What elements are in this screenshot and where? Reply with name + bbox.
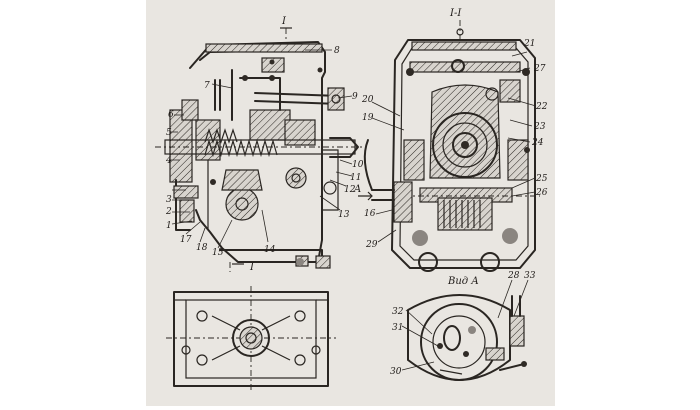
callout-8: 8 <box>334 46 340 56</box>
callout-10: 10 <box>352 160 364 170</box>
callout-9: 9 <box>352 92 358 102</box>
callout-23: 23 <box>533 122 546 132</box>
callout-3: 3 <box>166 195 172 205</box>
view-a-title: Вид А <box>447 276 479 287</box>
callout-19: 19 <box>362 113 374 123</box>
plan-view <box>166 286 336 392</box>
callout-2: 2 <box>165 207 172 217</box>
callout-6: 6 <box>168 110 174 120</box>
callout-20: 20 <box>361 95 374 105</box>
view-a <box>401 279 529 381</box>
callout-13: 13 <box>338 210 350 220</box>
callout-15: 15 <box>212 248 224 258</box>
callout-27: 27 <box>533 64 546 74</box>
callout-18: 18 <box>196 243 208 253</box>
callout-30: 30 <box>390 367 402 377</box>
callout-17: 17 <box>180 235 192 245</box>
callout-21: 21 <box>523 39 535 49</box>
callout-25: 25 <box>535 174 548 184</box>
callout-7: 7 <box>204 81 210 91</box>
callout-24: 24 <box>531 138 544 148</box>
callout-5: 5 <box>166 128 172 138</box>
callout-1: 1 <box>166 221 172 231</box>
callout-12: 12 <box>344 185 356 195</box>
front-section-view <box>363 20 540 272</box>
callout-4: 4 <box>165 156 172 166</box>
side-section-view <box>155 27 362 272</box>
callout-26: 26 <box>535 188 548 198</box>
callout-14: 14 <box>264 245 276 255</box>
section-mark-top: I <box>281 16 287 27</box>
callout-16: 16 <box>364 209 376 219</box>
view-arrow-label: A <box>353 184 361 195</box>
callout-29: 29 <box>365 240 378 250</box>
view-arrow <box>358 191 373 201</box>
section-title: I-I <box>449 8 462 19</box>
callout-31: 31 <box>392 323 403 333</box>
callout-33: 33 <box>524 271 536 281</box>
callout-28: 28 <box>507 271 520 281</box>
callout-32: 32 <box>392 307 404 317</box>
callout-22: 22 <box>535 102 548 112</box>
paper-sheet <box>146 0 555 406</box>
section-mark-bottom: I <box>249 262 255 273</box>
callout-11: 11 <box>350 173 361 183</box>
